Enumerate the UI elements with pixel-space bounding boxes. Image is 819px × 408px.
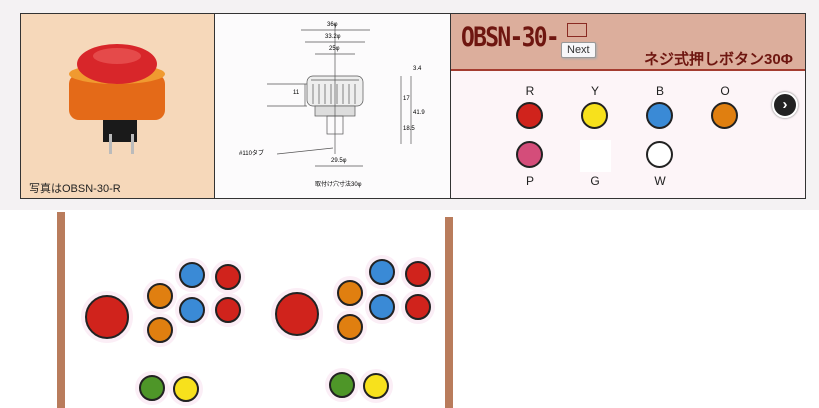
cabinet-side-left	[57, 212, 65, 408]
blue-button-p2	[369, 294, 395, 320]
color-swatch-white	[646, 141, 673, 168]
next-tooltip: Next	[561, 42, 596, 58]
joystick-button-p2	[275, 292, 319, 336]
dim-18-5: 18.5	[403, 126, 415, 132]
next-arrow-button[interactable]: ›	[772, 92, 798, 118]
cabinet-side-right	[445, 217, 453, 408]
color-label-p: P	[525, 174, 534, 188]
spec-section: OBSN-30- ネジ式押しボタン30Φ Next R Y B O P G W	[451, 14, 805, 198]
blue-button-p2	[369, 259, 395, 285]
product-photo: 写真はOBSN-30-R	[21, 14, 215, 198]
dim-17: 17	[403, 96, 410, 102]
color-swatch-blue	[646, 102, 673, 129]
spec-header: OBSN-30- ネジ式押しボタン30Φ	[451, 14, 805, 71]
red-button-p1	[215, 264, 241, 290]
product-panel: 写真はOBSN-30-R 36φ 33.2φ 25φ 11 3.4 17 41.…	[20, 13, 806, 199]
color-label-b: B	[655, 84, 664, 98]
color-label-r: R	[525, 84, 535, 98]
orange-button-p1	[147, 283, 173, 309]
dim-29-5: 29.5φ	[331, 158, 347, 164]
dimension-lines	[267, 24, 412, 167]
mount-label: 取付け穴寸法30φ	[315, 182, 362, 188]
orange-button-p2	[337, 314, 363, 340]
color-swatch-green-missing	[580, 140, 611, 172]
product-subtitle: ネジ式押しボタン30Φ	[644, 51, 793, 68]
dimension-drawing: 36φ 33.2φ 25φ 11 3.4 17 41.9 18.5 29.5φ …	[215, 14, 451, 198]
dim-3-4: 3.4	[413, 66, 422, 72]
button-photo-image	[69, 44, 165, 154]
color-swatch-yellow	[581, 102, 608, 129]
green-button-p2	[329, 372, 355, 398]
yellow-button-p1	[173, 376, 199, 402]
red-button-p2	[405, 261, 431, 287]
blue-button-p1	[179, 262, 205, 288]
dim-11: 11	[293, 90, 300, 96]
color-label-g: G	[590, 174, 600, 188]
chevron-right-icon: ›	[782, 96, 788, 113]
blue-button-p1	[179, 297, 205, 323]
dim-41-9: 41.9	[413, 110, 425, 116]
model-name: OBSN-30-	[461, 22, 560, 53]
color-swatch-pink	[516, 141, 543, 168]
dim-33-2: 33.2φ	[325, 34, 341, 40]
dim-36: 36φ	[327, 22, 338, 28]
model-suffix-box	[567, 23, 587, 37]
orange-button-p1	[147, 317, 173, 343]
dim-25: 25φ	[329, 46, 340, 52]
color-label-y: Y	[590, 84, 599, 98]
product-slider: 写真はOBSN-30-R 36φ 33.2φ 25φ 11 3.4 17 41.…	[0, 0, 819, 210]
color-swatch-red	[516, 102, 543, 129]
orange-button-p2	[337, 280, 363, 306]
red-button-p2	[405, 294, 431, 320]
yellow-button-p2	[363, 373, 389, 399]
green-button-p1	[139, 375, 165, 401]
color-label-o: O	[720, 84, 730, 98]
red-button-p1	[215, 297, 241, 323]
color-swatch-orange	[711, 102, 738, 129]
color-label-w: W	[654, 174, 666, 188]
photo-caption: 写真はOBSN-30-R	[29, 183, 121, 195]
tab-label: #110タブ	[239, 151, 264, 157]
joystick-button-p1	[85, 295, 129, 339]
